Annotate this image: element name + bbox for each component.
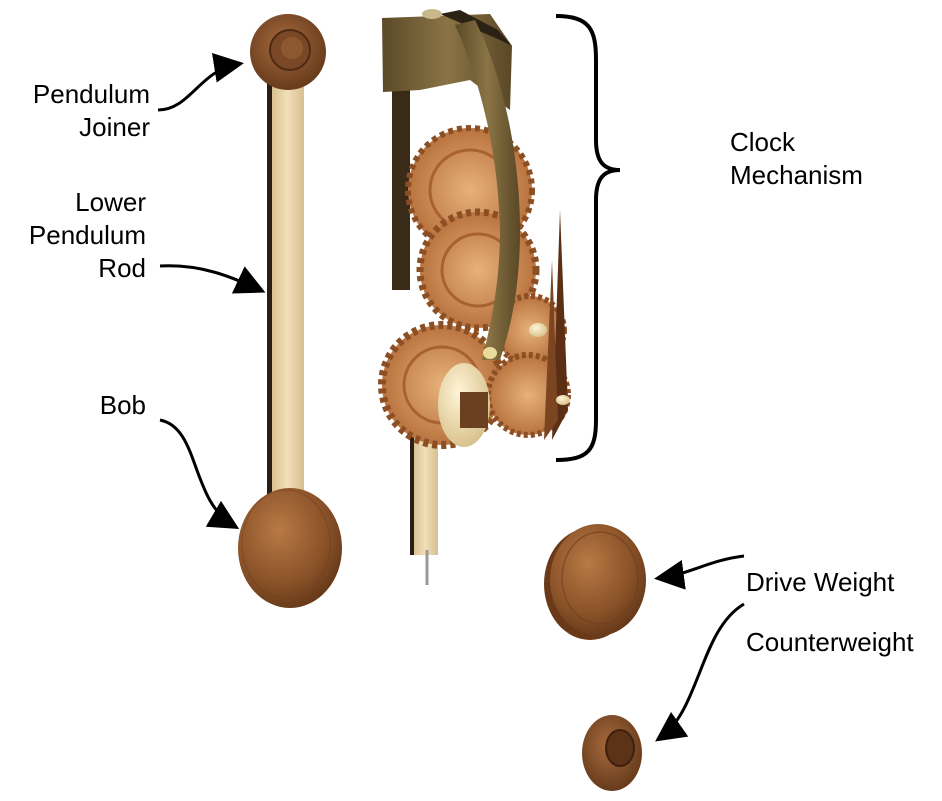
label-counterweight: Counterweight	[746, 626, 914, 659]
pendulum-joiner	[250, 14, 326, 90]
bob	[238, 488, 342, 608]
label-drive-weight: Drive Weight	[746, 566, 894, 599]
counterweight	[582, 715, 642, 791]
arrow-lower-pendulum-rod	[160, 266, 260, 290]
arrow-drive-weight	[660, 556, 744, 578]
arrow-bob	[160, 420, 234, 526]
label-lower-pendulum-rod: Lower Pendulum Rod	[0, 186, 146, 285]
label-bob: Bob	[0, 389, 146, 422]
label-pendulum-joiner: Pendulum Joiner	[0, 78, 150, 144]
pendulum-assembly	[238, 14, 342, 608]
clock-mechanism	[382, 9, 570, 585]
rod-shadow-edge	[267, 82, 272, 500]
lower-pendulum-rod	[270, 82, 304, 500]
arrow-pendulum-joiner	[158, 64, 238, 110]
drive-weight	[544, 524, 646, 640]
label-clock-mechanism: Clock Mechanism	[730, 126, 863, 192]
arrow-counterweight	[660, 604, 744, 738]
